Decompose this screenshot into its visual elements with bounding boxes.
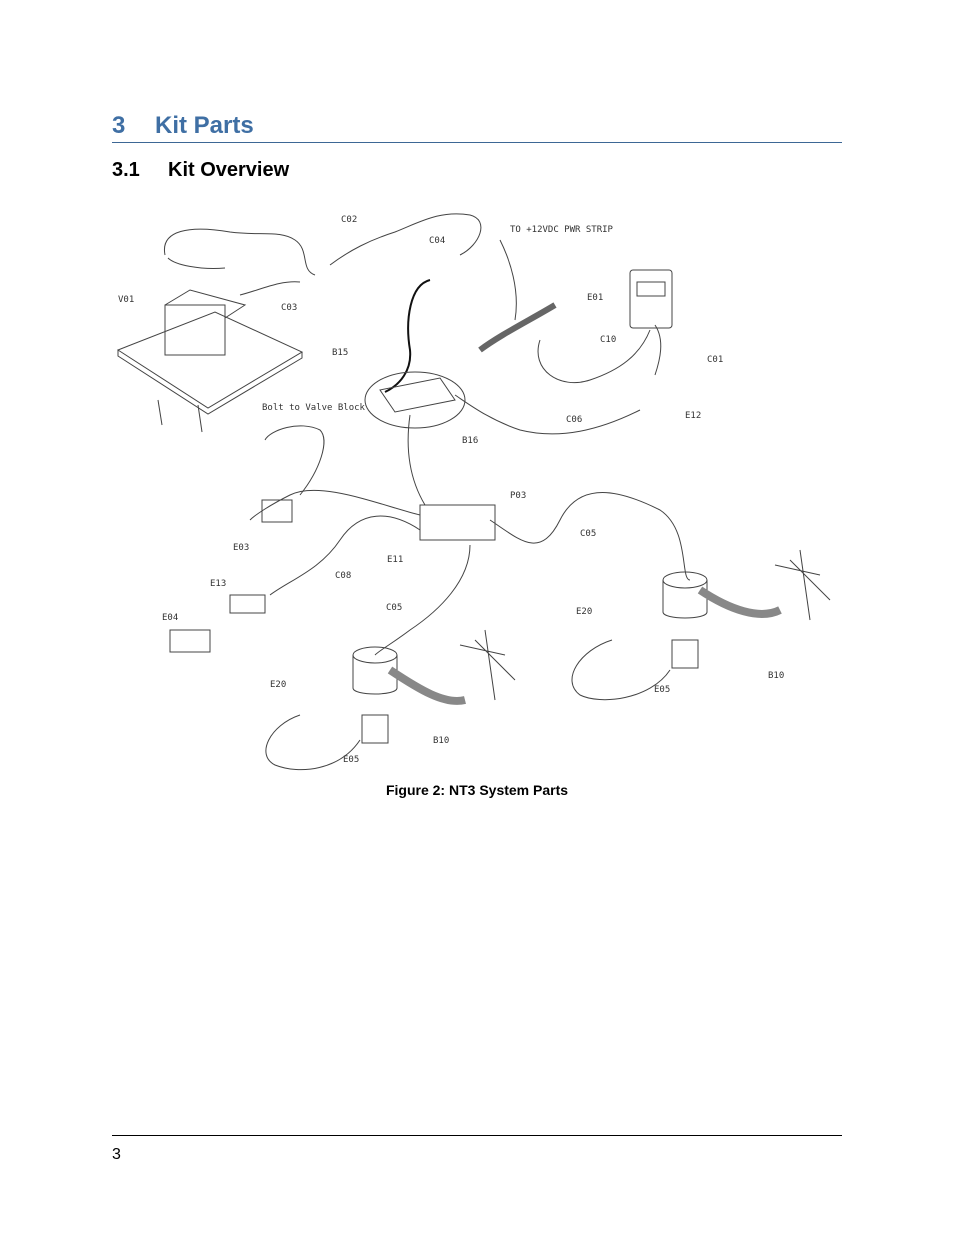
callout-c02: C02 (341, 215, 357, 225)
callout-e20-left: E20 (270, 680, 286, 690)
callout-e04: E04 (162, 613, 178, 623)
callout-c01: C01 (707, 355, 723, 365)
callout-power-note: TO +12VDC PWR STRIP (510, 225, 614, 235)
callout-p03: P03 (510, 491, 526, 501)
figure-caption: Figure 2: NT3 System Parts (385, 782, 569, 798)
callout-c05-left: C05 (386, 603, 402, 613)
callout-e12: E12 (685, 411, 701, 421)
callout-b10-right: B10 (768, 671, 784, 681)
callout-c05-right: C05 (580, 529, 596, 539)
callout-e20-right: E20 (576, 607, 592, 617)
subsection-number: 3.1 (112, 159, 140, 181)
callout-c04: C04 (429, 236, 445, 246)
callout-e05-right: E05 (654, 685, 670, 695)
page-number: 3 (112, 1146, 121, 1163)
callout-c06: C06 (566, 415, 582, 425)
footer-divider (112, 1135, 842, 1136)
callout-c03: C03 (281, 303, 297, 313)
section-title: Kit Parts (155, 112, 254, 139)
callout-e01: E01 (587, 293, 603, 303)
callout-e03: E03 (233, 543, 249, 553)
callout-e05-left: E05 (343, 755, 359, 765)
callout-c08: C08 (335, 571, 351, 581)
callout-v01: V01 (118, 295, 134, 305)
callout-e11: E11 (387, 555, 403, 565)
callout-bolt-note: Bolt to Valve Block (262, 403, 366, 413)
subsection-heading: 3.1 Kit Overview (112, 157, 512, 185)
callout-b16: B16 (462, 436, 478, 446)
section-heading: 3 Kit Parts (112, 108, 842, 143)
system-parts-diagram: C02 C04 C03 TO +12VDC PWR STRIP V01 B15 … (116, 213, 831, 771)
callout-b10-left: B10 (433, 736, 449, 746)
callout-c10: C10 (600, 335, 616, 345)
subsection-title: Kit Overview (168, 159, 290, 181)
section-number: 3 (112, 112, 126, 139)
callout-e13: E13 (210, 579, 226, 589)
callout-b15: B15 (332, 348, 348, 358)
